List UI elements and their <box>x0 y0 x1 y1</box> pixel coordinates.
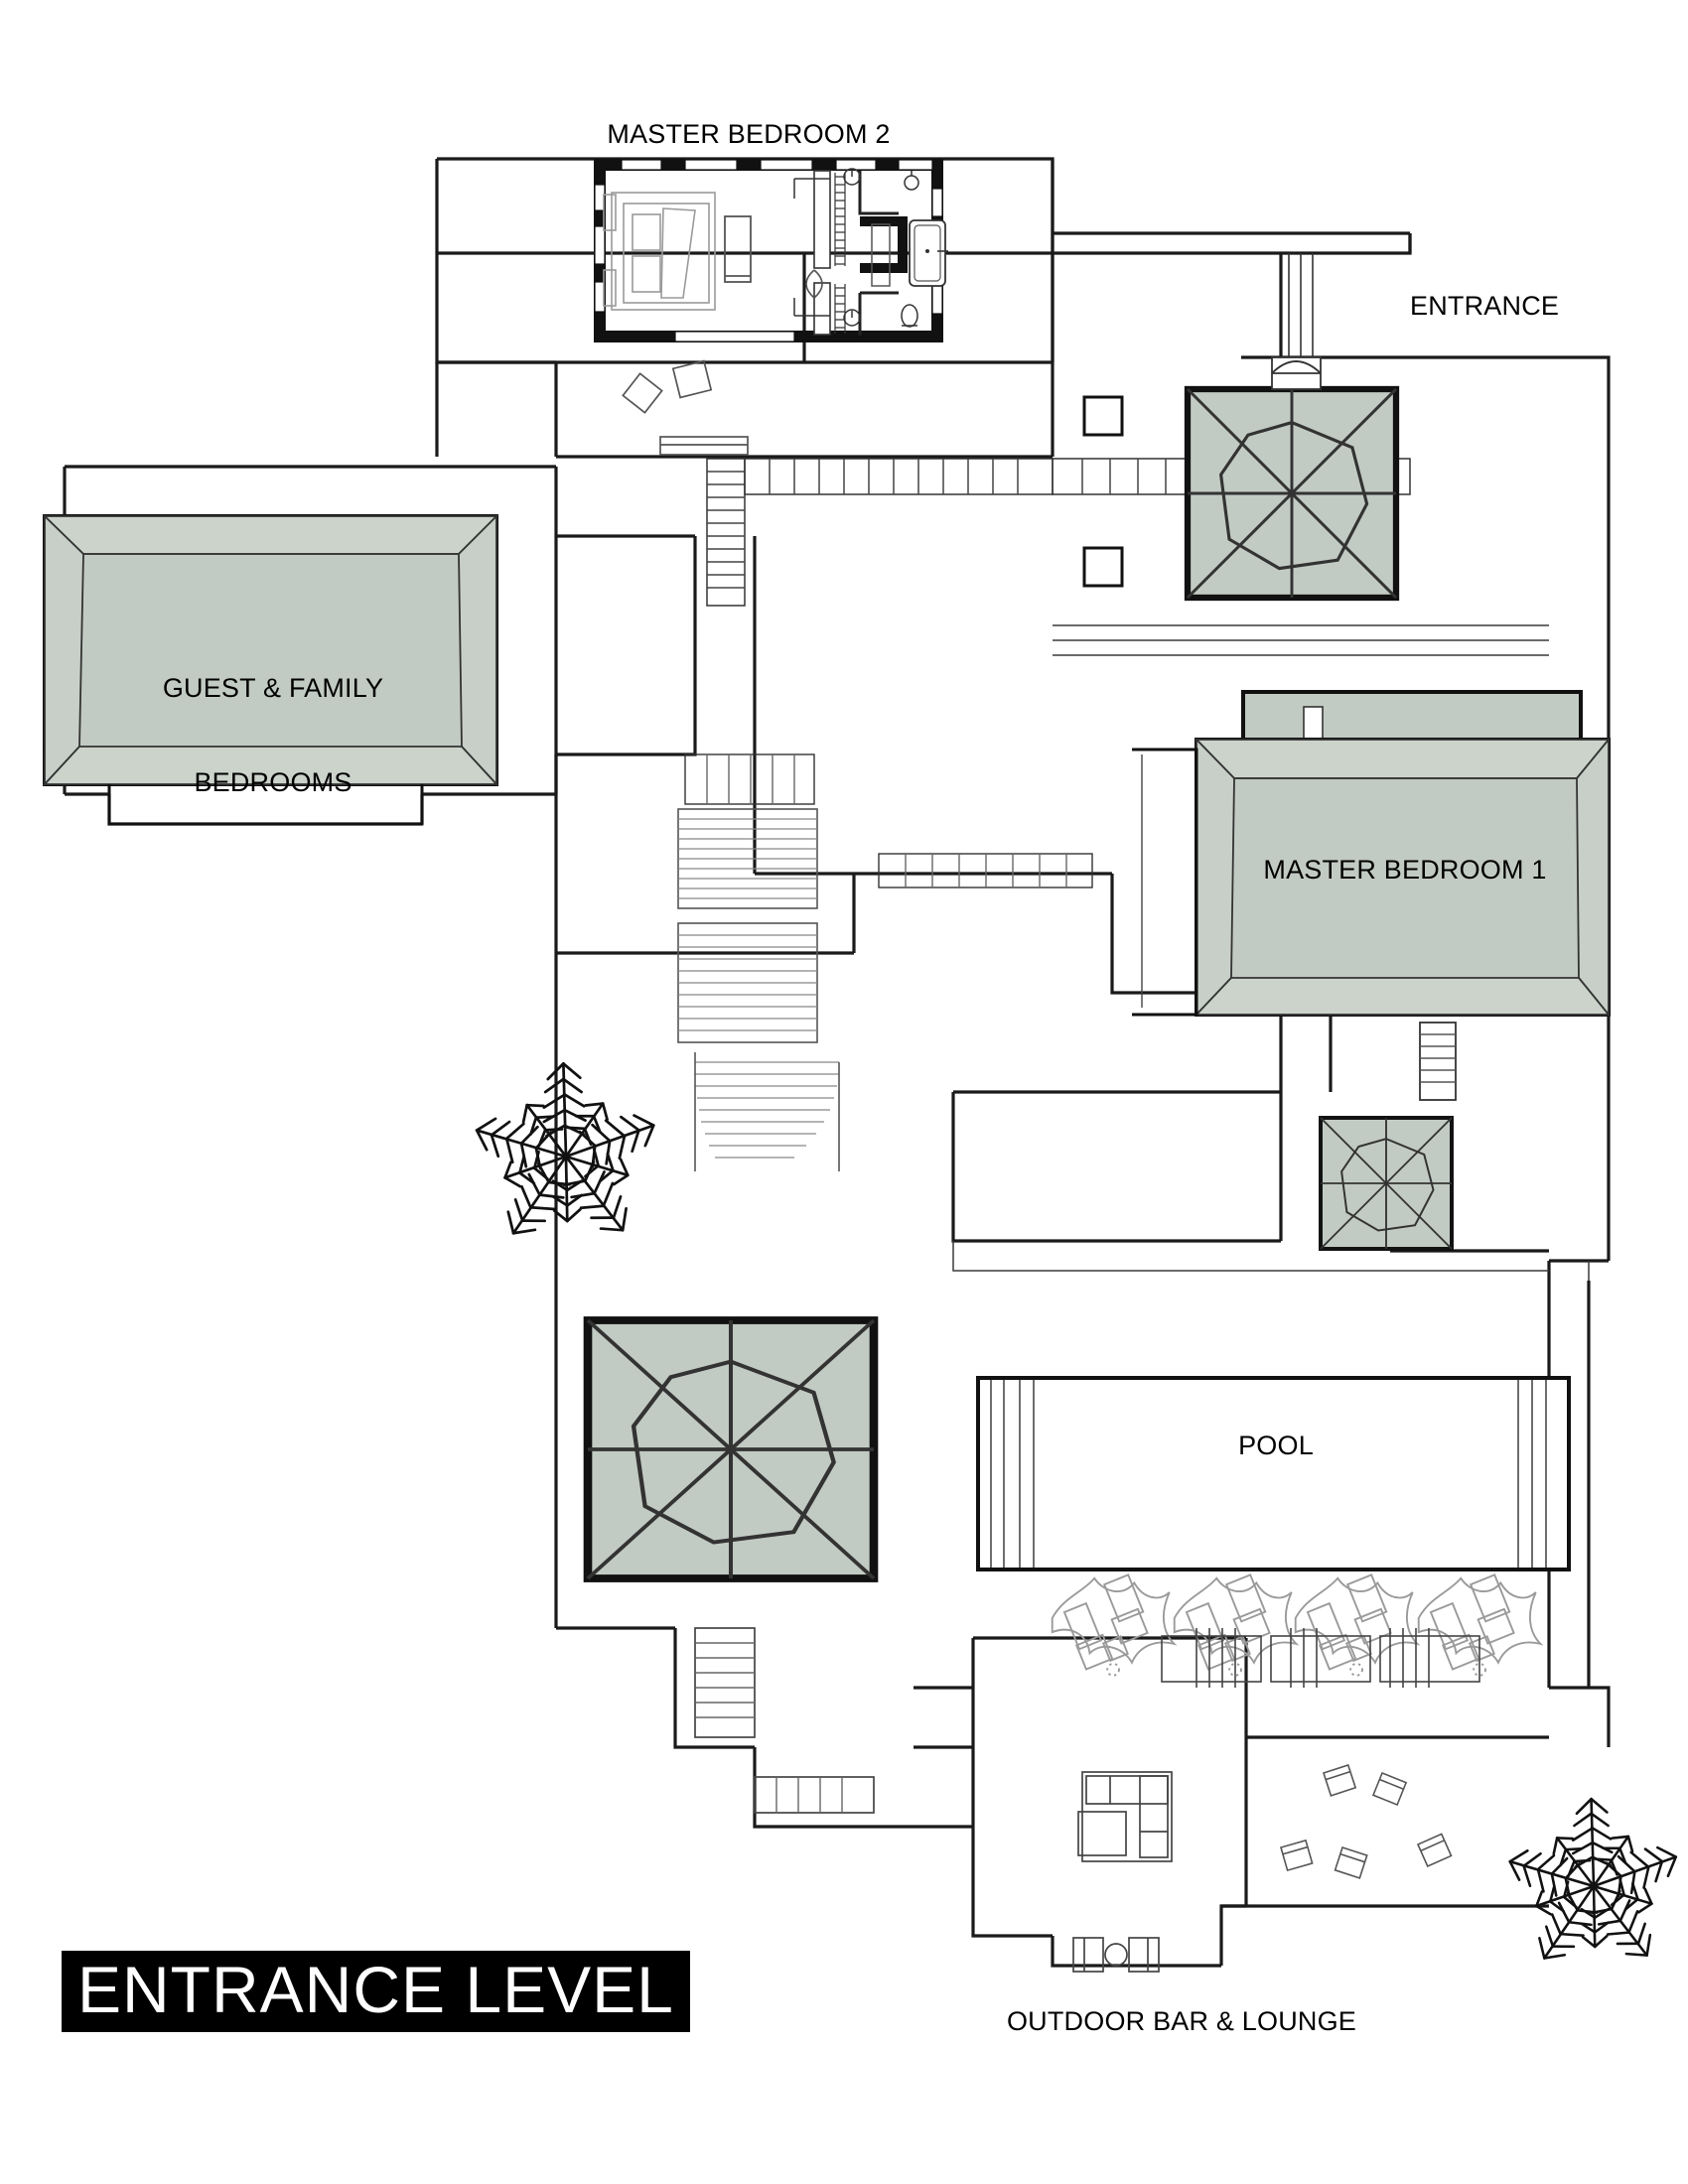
pool-deck-rails <box>1161 1628 1480 1688</box>
pool-loungers <box>1051 1573 1542 1677</box>
label-guest-family-line2: BEDROOMS <box>194 767 352 798</box>
wardrobe-icon <box>813 170 846 336</box>
washbasin-icon <box>793 168 861 327</box>
master-bedroom-1-roof <box>1132 690 1611 1101</box>
stair-run-north <box>706 458 746 607</box>
loose-chairs <box>1280 1764 1453 1879</box>
roof-outlines <box>63 157 1611 1968</box>
pool <box>976 1376 1571 1571</box>
vanity-icon <box>871 223 891 287</box>
label-master-bedroom-1: MASTER BEDROOM 1 <box>1263 855 1547 885</box>
pavilion-garden <box>588 1320 874 1578</box>
title-block-entrance-level: ENTRANCE LEVEL <box>62 1951 690 2032</box>
roof-overhang-lines <box>952 624 1590 1281</box>
stair-run-east-upper <box>744 458 1054 495</box>
stair-run-southwest <box>694 1627 875 1814</box>
label-outdoor-bar-lounge: OUTDOOR BAR & LOUNGE <box>1006 2006 1357 2036</box>
palm-tree-icon-west <box>469 1062 662 1247</box>
toilet-icon <box>901 171 919 328</box>
armchair-icon <box>1072 1937 1160 1973</box>
planter-boxes <box>1082 395 1124 588</box>
stair-run-middle <box>684 753 1093 888</box>
door-swing-icon <box>805 269 823 299</box>
label-guest-family-bedrooms: GUEST & FAMILY BEDROOMS <box>94 610 452 863</box>
bathtub-icon <box>909 219 948 287</box>
master-bedroom-2-suite <box>594 159 948 342</box>
bed-icon <box>603 192 716 311</box>
entrance-canopy <box>1271 356 1322 390</box>
pavilion-mid <box>1319 1116 1454 1251</box>
label-entrance: ENTRANCE <box>1410 291 1560 321</box>
bench-icon <box>724 215 752 283</box>
entrance-walk <box>1288 253 1314 357</box>
terrace-furniture-mb2 <box>622 359 749 456</box>
palm-tree-icon-southeast <box>1502 1797 1684 1971</box>
lounge-furniture <box>1072 1764 1453 1973</box>
guest-family-bedrooms-roof <box>42 513 499 826</box>
sectional-sofa-icon <box>1077 1771 1173 1862</box>
pavilion-entrance <box>1188 389 1396 598</box>
label-guest-family-line1: GUEST & FAMILY <box>162 672 384 703</box>
label-pool: POOL <box>1238 1431 1314 1460</box>
stair-run-south <box>677 808 840 1171</box>
label-master-bedroom-2: MASTER BEDROOM 2 <box>607 119 891 149</box>
